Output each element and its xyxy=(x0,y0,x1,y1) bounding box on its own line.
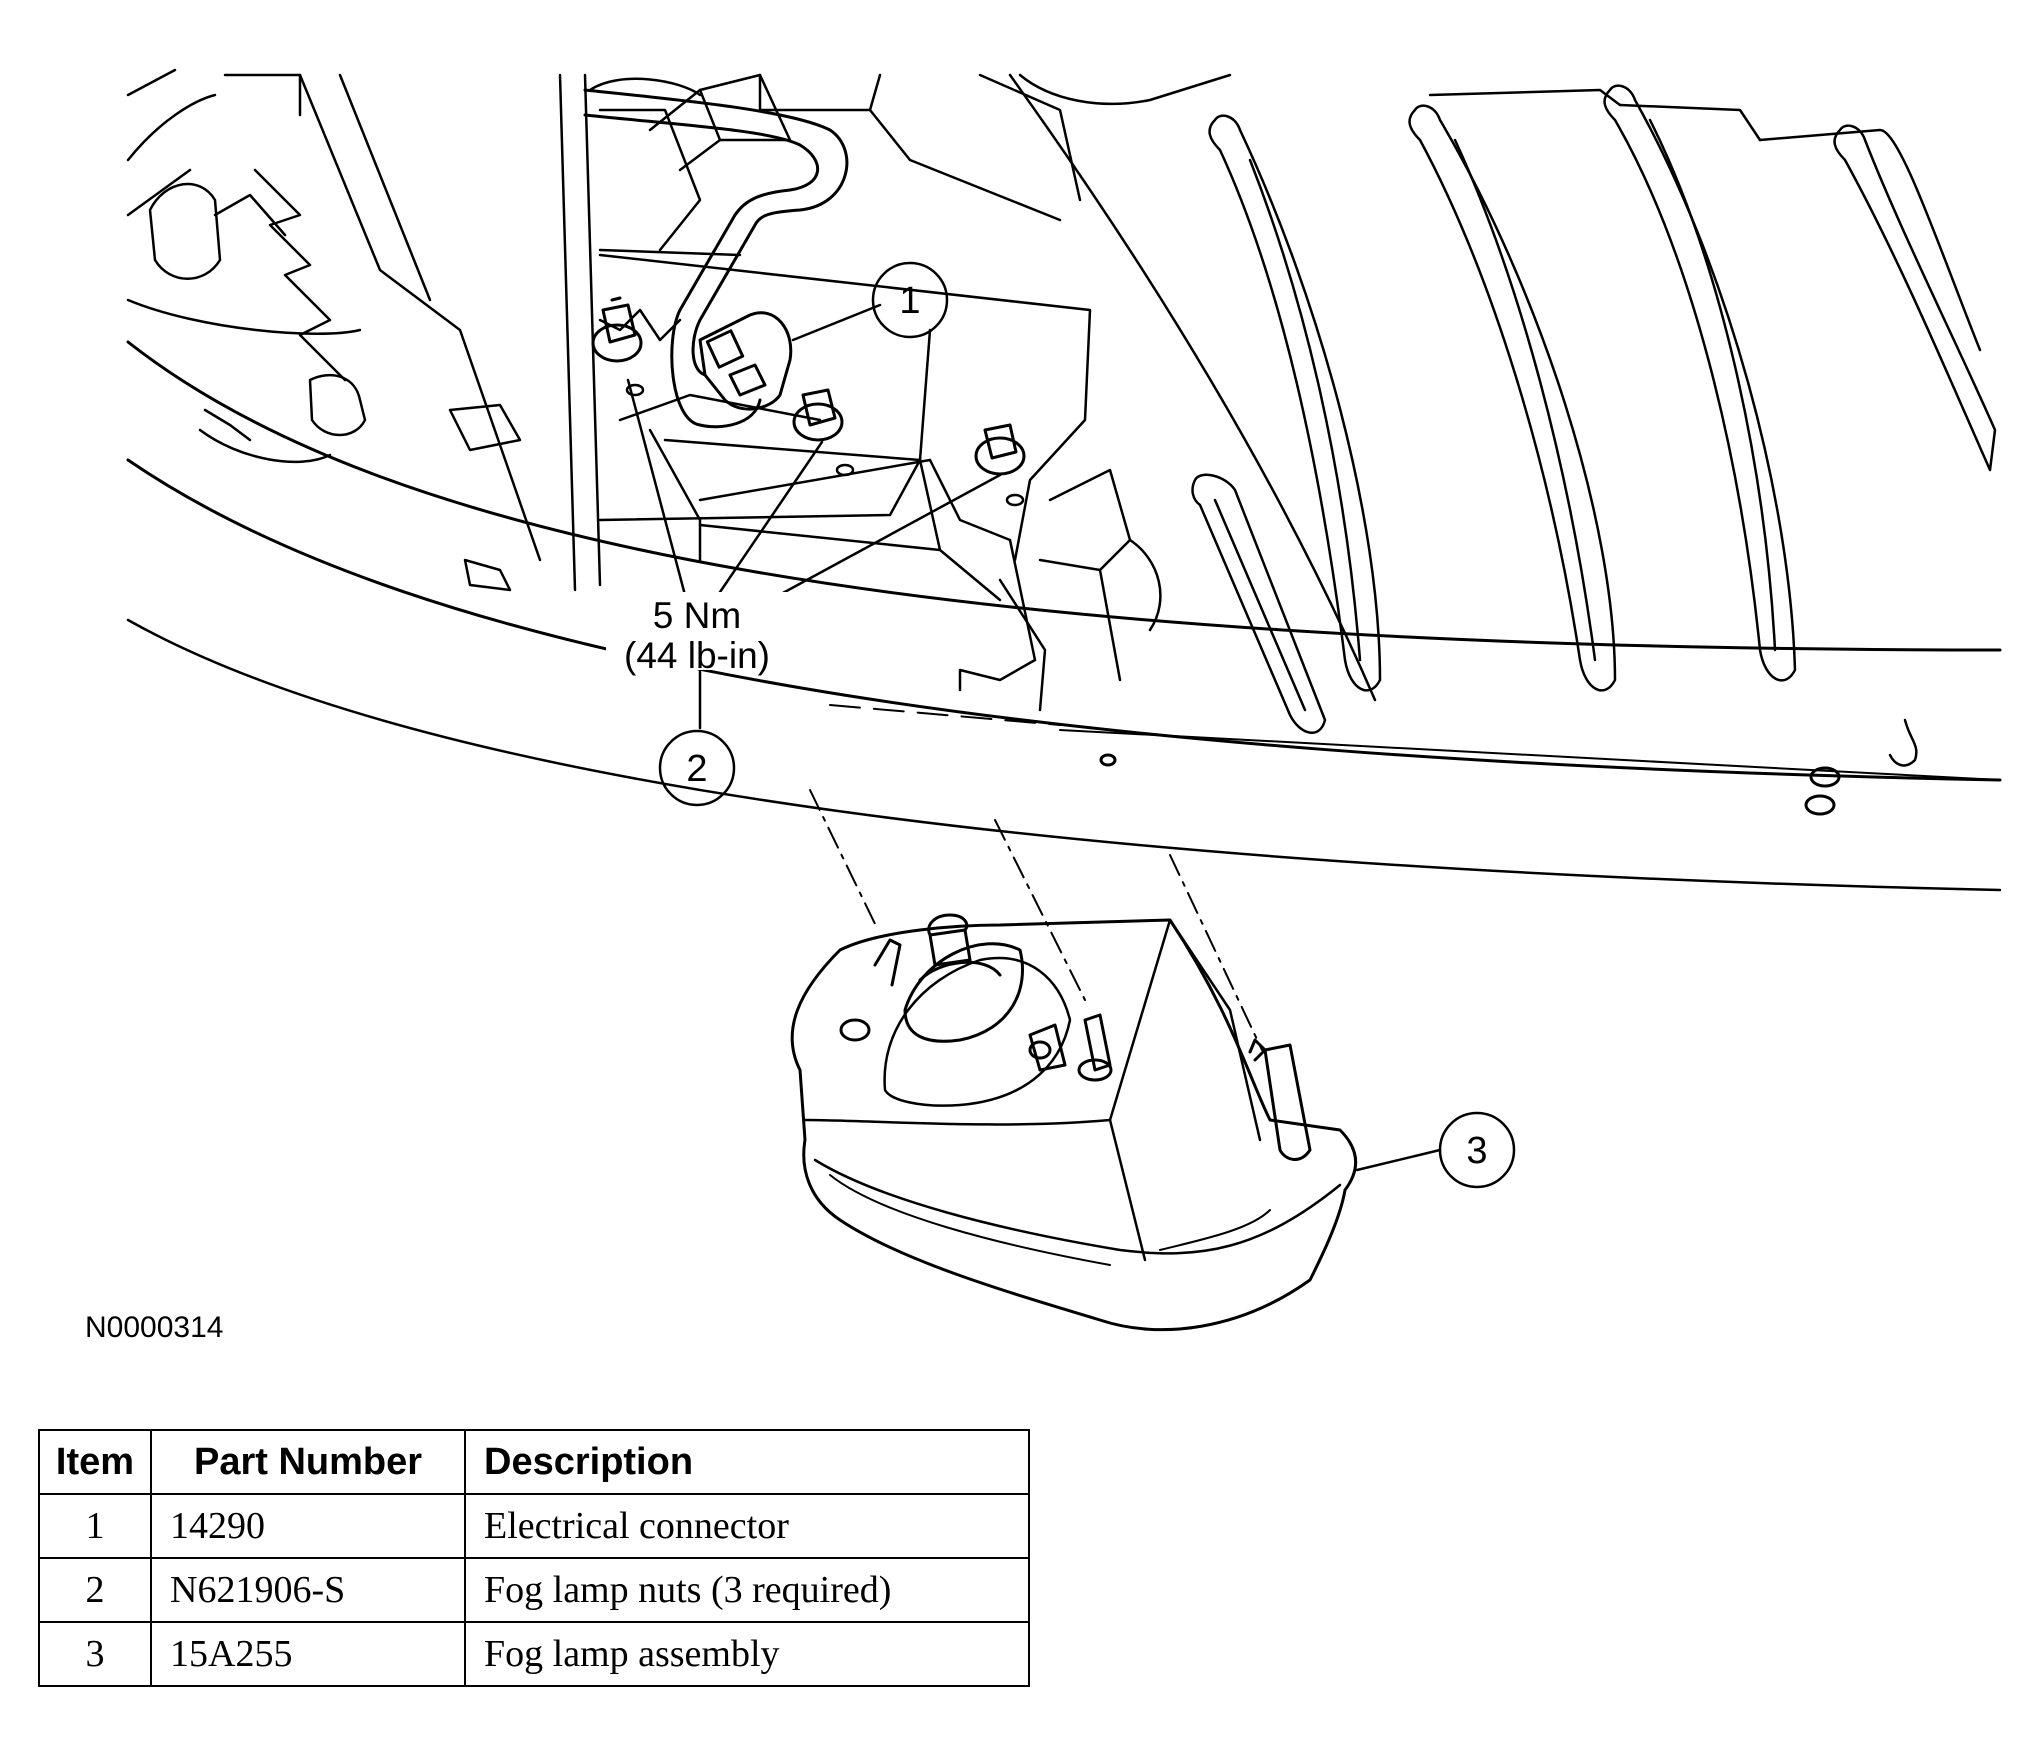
figure-id: N0000314 xyxy=(85,1311,224,1344)
leader-lines xyxy=(626,303,1442,1172)
fog-lamp-nut-center xyxy=(792,388,844,442)
grille xyxy=(1008,73,1997,767)
row-part-number: N621906-S xyxy=(150,1557,466,1623)
mounting-bracket xyxy=(598,253,1092,602)
row-description: Fog lamp nuts (3 required) xyxy=(464,1557,1030,1623)
row-description: Fog lamp assembly xyxy=(464,1621,1030,1687)
table-row: 2 N621906-S Fog lamp nuts (3 required) xyxy=(38,1557,1030,1623)
table-header-row: Item Part Number Description xyxy=(38,1429,1030,1495)
row-description: Electrical connector xyxy=(464,1493,1030,1559)
fog-lamp-nut-left xyxy=(591,296,643,363)
wiring-harness xyxy=(583,88,849,429)
parts-table: Item Part Number Description 1 14290 Ele… xyxy=(38,1429,1030,1687)
header-description: Description xyxy=(464,1429,1030,1495)
callout-3-label: 3 xyxy=(1466,1130,1487,1172)
callout-1-label: 1 xyxy=(899,280,920,322)
electrical-connector xyxy=(698,311,793,411)
header-item: Item xyxy=(38,1429,152,1495)
header-part-number: Part Number xyxy=(150,1429,466,1495)
callout-2: 2 xyxy=(658,729,736,807)
bumper-fascia xyxy=(126,340,2002,892)
row-item: 3 xyxy=(38,1621,152,1687)
front-structure xyxy=(126,68,1232,712)
torque-value: 5 Nm xyxy=(653,595,741,636)
callout-3: 3 xyxy=(1438,1111,1516,1189)
row-part-number: 15A255 xyxy=(150,1621,466,1687)
fog-lamp-nut-right xyxy=(974,423,1026,476)
table-row: 1 14290 Electrical connector xyxy=(38,1493,1030,1559)
table-row: 3 15A255 Fog lamp assembly xyxy=(38,1621,1030,1687)
fog-lamp-assembly xyxy=(790,913,1358,1332)
alignment-lines xyxy=(809,789,1263,1051)
torque-imperial: (44 lb-in) xyxy=(624,635,770,676)
row-item: 1 xyxy=(38,1493,152,1559)
row-part-number: 14290 xyxy=(150,1493,466,1559)
row-item: 2 xyxy=(38,1557,152,1623)
callout-1: 1 xyxy=(871,261,949,339)
callout-2-label: 2 xyxy=(686,748,707,790)
